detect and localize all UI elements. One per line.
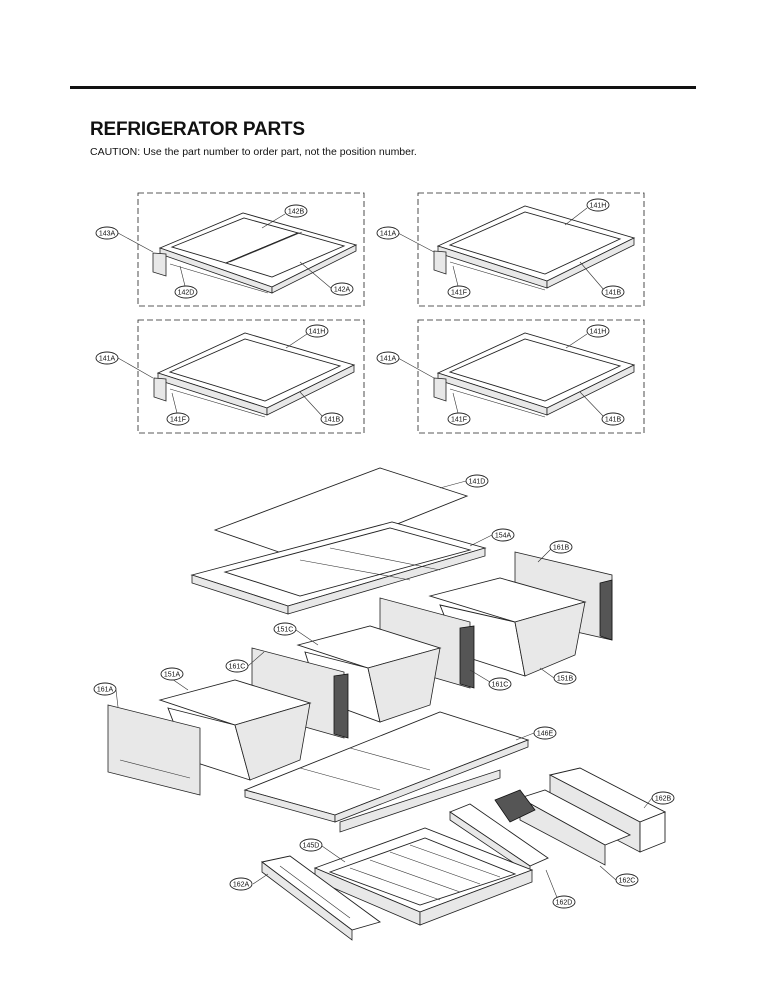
svg-text:151C: 151C [277, 627, 294, 634]
svg-text:162D: 162D [556, 900, 573, 907]
callout-141B-2: 141B [320, 412, 344, 426]
callout-161C-1: 161C [225, 659, 249, 673]
svg-text:141H: 141H [590, 203, 607, 210]
svg-text:141B: 141B [324, 417, 341, 424]
callout-161C-2: 161C [488, 677, 512, 691]
svg-text:141A: 141A [380, 231, 397, 238]
svg-text:142B: 142B [288, 209, 305, 216]
svg-text:141A: 141A [380, 356, 397, 363]
callout-141H-2: 141H [305, 324, 329, 338]
crisper-assembly [107, 467, 667, 941]
callout-142B: 142B [284, 204, 308, 218]
svg-text:161C: 161C [492, 682, 509, 689]
svg-text:141F: 141F [451, 290, 467, 297]
svg-text:161A: 161A [97, 687, 114, 694]
svg-text:162A: 162A [233, 882, 250, 889]
callout-161B: 161B [549, 540, 573, 554]
callout-142D: 142D [174, 285, 198, 299]
svg-text:151B: 151B [557, 676, 574, 683]
callout-151B: 151B [553, 671, 577, 685]
glass-panel-141D [213, 467, 469, 562]
shelf-assembly-143A [137, 192, 365, 307]
callout-141A-2: 141A [95, 351, 119, 365]
svg-text:142A: 142A [334, 287, 351, 294]
svg-text:141H: 141H [590, 329, 607, 336]
callout-145D: 145D [299, 838, 323, 852]
svg-text:162C: 162C [619, 878, 636, 885]
dashed-frame-141A-3 [417, 319, 645, 434]
svg-text:141F: 141F [451, 417, 467, 424]
drawer-front-161A [107, 704, 201, 796]
callout-151A: 151A [160, 667, 184, 681]
svg-text:161B: 161B [553, 545, 570, 552]
callout-143A: 143A [95, 226, 119, 240]
svg-text:146E: 146E [537, 731, 554, 738]
page-title: REFRIGERATOR PARTS [90, 119, 305, 140]
svg-text:151A: 151A [164, 672, 181, 679]
callout-162B: 162B [651, 791, 675, 805]
svg-text:141B: 141B [605, 290, 622, 297]
callout-141F-3: 141F [447, 412, 471, 426]
header-rule [70, 86, 696, 89]
callout-154A: 154A [491, 528, 515, 542]
callout-151C: 151C [273, 622, 297, 636]
callout-141B-1: 141B [601, 285, 625, 299]
svg-text:145D: 145D [303, 843, 320, 850]
callout-162C: 162C [615, 873, 639, 887]
dashed-frame-141A-1 [417, 192, 645, 307]
caution-note: CAUTION: Use the part number to order pa… [90, 146, 417, 158]
callout-141H-3: 141H [586, 324, 610, 338]
callout-141A-3: 141A [376, 351, 400, 365]
svg-text:141D: 141D [469, 479, 486, 486]
callout-141D: 141D [465, 474, 489, 488]
svg-text:141H: 141H [309, 329, 326, 336]
dashed-frame-143A [137, 192, 365, 307]
svg-text:154A: 154A [495, 533, 512, 540]
svg-text:141A: 141A [99, 356, 116, 363]
svg-text:143A: 143A [99, 231, 116, 238]
callout-142A: 142A [330, 282, 354, 296]
svg-text:161C: 161C [229, 664, 246, 671]
shelf-assembly-141A-2 [137, 319, 365, 434]
shelf-assembly-141A-3 [417, 319, 645, 434]
svg-text:142D: 142D [178, 290, 195, 297]
callout-161A: 161A [93, 682, 117, 696]
svg-text:162B: 162B [655, 796, 672, 803]
callout-141H-1: 141H [586, 198, 610, 212]
callout-141B-3: 141B [601, 412, 625, 426]
callout-141F-1: 141F [447, 285, 471, 299]
callout-162D: 162D [552, 895, 576, 909]
svg-text:141B: 141B [605, 417, 622, 424]
callout-146E: 146E [533, 726, 557, 740]
callout-141A-1: 141A [376, 226, 400, 240]
dashed-frame-141A-2 [137, 319, 365, 434]
callout-141F-2: 141F [166, 412, 190, 426]
svg-text:141F: 141F [170, 417, 186, 424]
callout-162A: 162A [229, 877, 253, 891]
shelf-assembly-141A-1 [417, 192, 645, 307]
